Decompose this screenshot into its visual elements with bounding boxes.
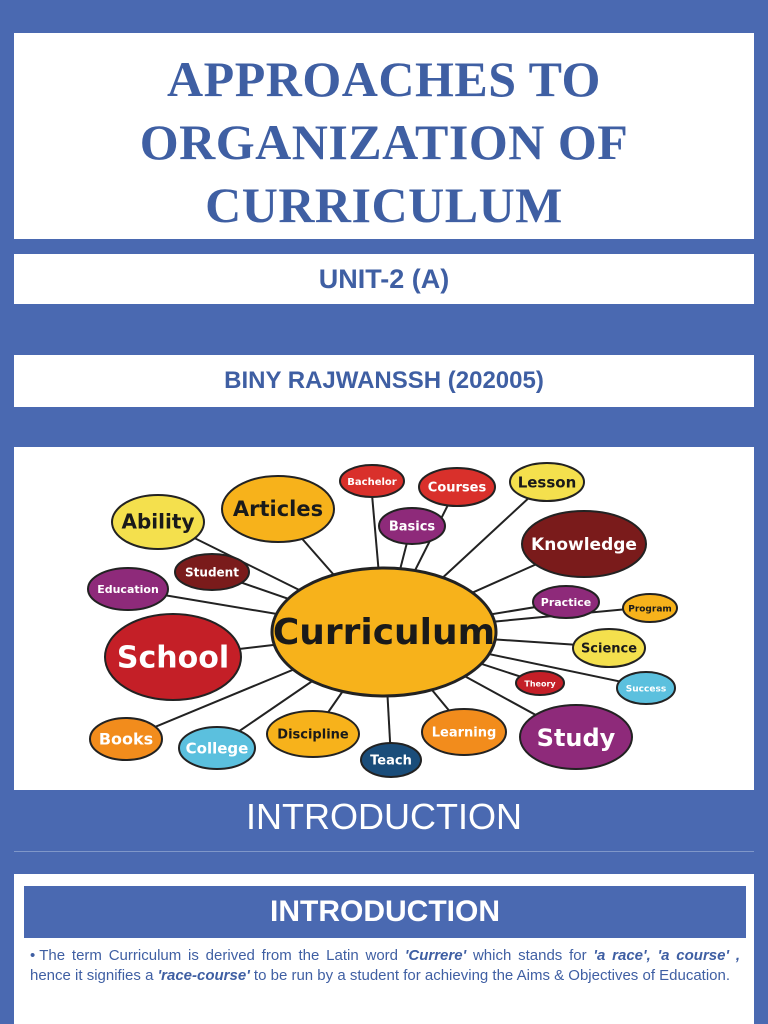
node-practice: [532, 585, 600, 619]
node-courses-label: Courses: [428, 481, 487, 496]
node-basics-label: Basics: [389, 520, 436, 535]
node-articles-label: Articles: [233, 497, 323, 521]
mind-map: Curriculum Ability Articles Bachelor Cou…: [87, 462, 678, 778]
node-lesson-label: Lesson: [518, 474, 577, 492]
page-title: APPROACHES TO ORGANIZATION OF CURRICULUM: [14, 33, 754, 237]
term-a-race: 'a race',: [593, 947, 651, 964]
bullet-text-2: which stands for: [466, 947, 594, 964]
node-lesson: [509, 462, 585, 502]
node-learning: [421, 708, 507, 756]
introduction-slide: INTRODUCTION •The term Curriculum is der…: [14, 874, 754, 1024]
title-line-2: ORGANIZATION OF: [139, 114, 629, 170]
author-label: BINY RAJWANSSH (202005): [224, 367, 544, 394]
node-learning-label: Learning: [432, 726, 497, 741]
term-currere: 'Currere': [404, 947, 467, 964]
node-education-label: Education: [97, 583, 159, 596]
node-books-label: Books: [99, 730, 153, 749]
node-program: [622, 593, 678, 623]
node-study: [519, 704, 633, 770]
divider: [14, 851, 754, 852]
node-science-label: Science: [581, 642, 637, 657]
node-theory-label: Theory: [524, 680, 556, 689]
title-line-3: CURRICULUM: [205, 177, 563, 233]
node-school: [104, 613, 242, 701]
node-program-label: Program: [628, 605, 672, 615]
slide-banner-label: INTRODUCTION: [270, 895, 500, 928]
node-knowledge: [521, 510, 647, 578]
node-knowledge-label: Knowledge: [531, 535, 637, 555]
node-books: [89, 717, 163, 761]
center-node: [270, 566, 498, 698]
node-discipline-label: Discipline: [277, 728, 349, 743]
node-success: [616, 671, 676, 705]
node-success-label: Success: [626, 685, 666, 695]
author-band: BINY RAJWANSSH (202005): [14, 355, 754, 407]
bullet-text-3: hence it signifies a: [30, 967, 158, 984]
node-school-label: School: [117, 641, 229, 676]
node-teach: [360, 742, 422, 778]
node-study-label: Study: [537, 724, 616, 752]
mind-map-nodes: Curriculum Ability Articles Bachelor Cou…: [87, 462, 678, 778]
bullet-paragraph: •The term Curriculum is derived from the…: [30, 946, 740, 986]
node-college: [178, 726, 256, 770]
node-basics: [378, 507, 446, 545]
node-college-label: College: [186, 740, 249, 758]
node-ability-label: Ability: [122, 510, 195, 534]
term-a-course: 'a course' ,: [657, 947, 741, 964]
node-practice-label: Practice: [541, 596, 591, 609]
bullet-icon: •: [30, 947, 36, 964]
node-ability: [111, 494, 205, 550]
node-student: [174, 553, 250, 591]
slide-banner: INTRODUCTION: [24, 886, 746, 938]
term-race-course: 'race-course': [157, 967, 250, 984]
node-courses: [418, 467, 496, 507]
node-theory: [515, 670, 565, 696]
introduction-heading: INTRODUCTION: [246, 796, 522, 837]
center-label: Curriculum: [273, 612, 495, 653]
curriculum-illustration: Curriculum Ability Articles Bachelor Cou…: [14, 447, 754, 790]
title-line-1: APPROACHES TO: [167, 51, 601, 107]
node-bachelor: [339, 464, 405, 498]
unit-label: UNIT-2 (A): [318, 263, 450, 294]
node-discipline: [266, 710, 360, 758]
node-bachelor-label: Bachelor: [347, 477, 396, 488]
node-education: [87, 567, 169, 611]
bullet-text-4: to be run by a student for achieving the…: [249, 967, 731, 984]
node-articles: [221, 475, 335, 543]
unit-band: UNIT-2 (A): [14, 254, 754, 304]
node-teach-label: Teach: [370, 754, 412, 769]
node-student-label: Student: [185, 566, 239, 580]
node-science: [572, 628, 646, 668]
bullet-text-1: The term Curriculum is derived from the …: [39, 947, 405, 964]
title-box: APPROACHES TO ORGANIZATION OF CURRICULUM: [14, 33, 754, 239]
